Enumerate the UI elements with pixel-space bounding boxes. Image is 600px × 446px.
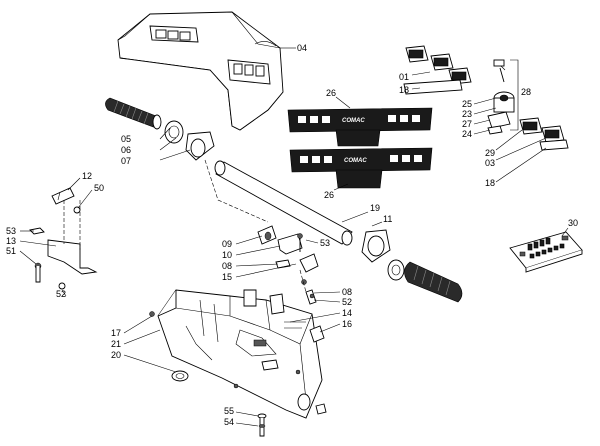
label-52-right: 52	[342, 297, 352, 307]
pcb-components	[519, 235, 569, 259]
leader-line	[371, 221, 383, 227]
label-29: 29	[485, 148, 495, 158]
label-24: 24	[462, 129, 472, 139]
label-04: 04	[297, 43, 307, 53]
leader-line	[235, 422, 259, 427]
leader-line	[19, 240, 57, 247]
leader-line	[495, 137, 547, 161]
label-54: 54	[224, 417, 234, 427]
cover-button-window	[227, 59, 271, 85]
leader-line	[473, 119, 491, 125]
cover-display-window	[149, 25, 199, 43]
leader-line	[61, 289, 67, 297]
leader-line	[159, 137, 177, 151]
label-26-top: 26	[326, 88, 336, 98]
leader-line	[123, 315, 153, 334]
label-16: 16	[342, 319, 352, 329]
brand-logo-top: COMAC	[342, 118, 365, 124]
label-55: 55	[224, 406, 234, 416]
label-03: 03	[485, 158, 495, 168]
center-small-parts	[257, 225, 319, 305]
leader-line	[235, 245, 281, 256]
leader-line	[411, 71, 431, 76]
label-26-bottom: 26	[324, 190, 334, 200]
leader-line	[159, 149, 191, 161]
label-51: 51	[6, 246, 16, 256]
brand-logo-bottom: COMAC	[344, 158, 367, 164]
button-caps-lower	[519, 117, 569, 151]
label-08-center: 08	[222, 261, 232, 271]
label-08-right: 08	[342, 287, 352, 297]
leader-line	[313, 299, 341, 303]
leader-line	[77, 189, 93, 209]
label-10: 10	[222, 250, 232, 260]
leader-line	[473, 107, 497, 115]
leader-line	[333, 183, 349, 191]
label-06: 06	[121, 145, 131, 155]
label-18-lower: 18	[485, 178, 495, 188]
leader-line	[235, 411, 259, 417]
handle-tube	[214, 160, 353, 246]
top-cover-part	[117, 11, 284, 131]
key-switch-assembly	[487, 59, 519, 135]
leader-line	[123, 329, 161, 345]
leader-line	[473, 129, 491, 135]
leader-line	[19, 250, 37, 265]
label-23: 23	[462, 109, 472, 119]
leader-line	[67, 177, 81, 191]
leader-line	[411, 87, 421, 90]
label-28: 28	[521, 87, 531, 97]
label-07: 07	[121, 156, 131, 166]
lower-housing	[149, 289, 327, 419]
label-18-top: 18	[399, 85, 409, 95]
label-53-center: 53	[320, 238, 330, 248]
label-14: 14	[342, 308, 352, 318]
leader-line	[235, 263, 297, 278]
label-20: 20	[111, 350, 121, 360]
left-bracket-assembly	[29, 187, 98, 290]
label-05: 05	[121, 134, 131, 144]
leader-line	[235, 263, 279, 267]
circuit-board	[509, 231, 583, 273]
label-53-left: 53	[6, 226, 16, 236]
leader-line	[495, 129, 523, 151]
label-09: 09	[222, 239, 232, 249]
leader-line	[473, 97, 497, 105]
label-21: 21	[111, 339, 121, 349]
label-01: 01	[399, 72, 409, 82]
label-13: 13	[6, 236, 16, 246]
label-30: 30	[568, 218, 578, 228]
label-15: 15	[222, 272, 232, 282]
leader-line	[305, 239, 319, 244]
leader-line	[319, 323, 341, 333]
button-caps-group	[403, 45, 472, 95]
label-52-left: 52	[56, 289, 66, 299]
assembly-line	[204, 159, 269, 223]
leader-line	[495, 147, 547, 183]
control-panel-decal-bottom: COMAC	[289, 147, 433, 189]
right-grip-assembly	[361, 229, 463, 303]
leader-line	[289, 312, 341, 323]
label-19: 19	[370, 203, 380, 213]
label-27: 27	[462, 119, 472, 129]
label-25: 25	[462, 99, 472, 109]
leader-line	[561, 227, 569, 237]
left-grip-assembly	[105, 97, 215, 161]
bottom-screw	[257, 413, 267, 437]
label-17: 17	[111, 328, 121, 338]
label-12: 12	[82, 171, 92, 181]
leader-line	[341, 211, 369, 223]
leader-line	[159, 127, 171, 140]
control-panel-decal-top: COMAC	[287, 107, 433, 147]
label-11: 11	[383, 214, 392, 224]
leader-line	[235, 235, 263, 245]
leader-line	[123, 354, 177, 373]
leader-line	[335, 96, 351, 109]
leader-line	[313, 291, 341, 294]
label-50: 50	[94, 183, 104, 193]
